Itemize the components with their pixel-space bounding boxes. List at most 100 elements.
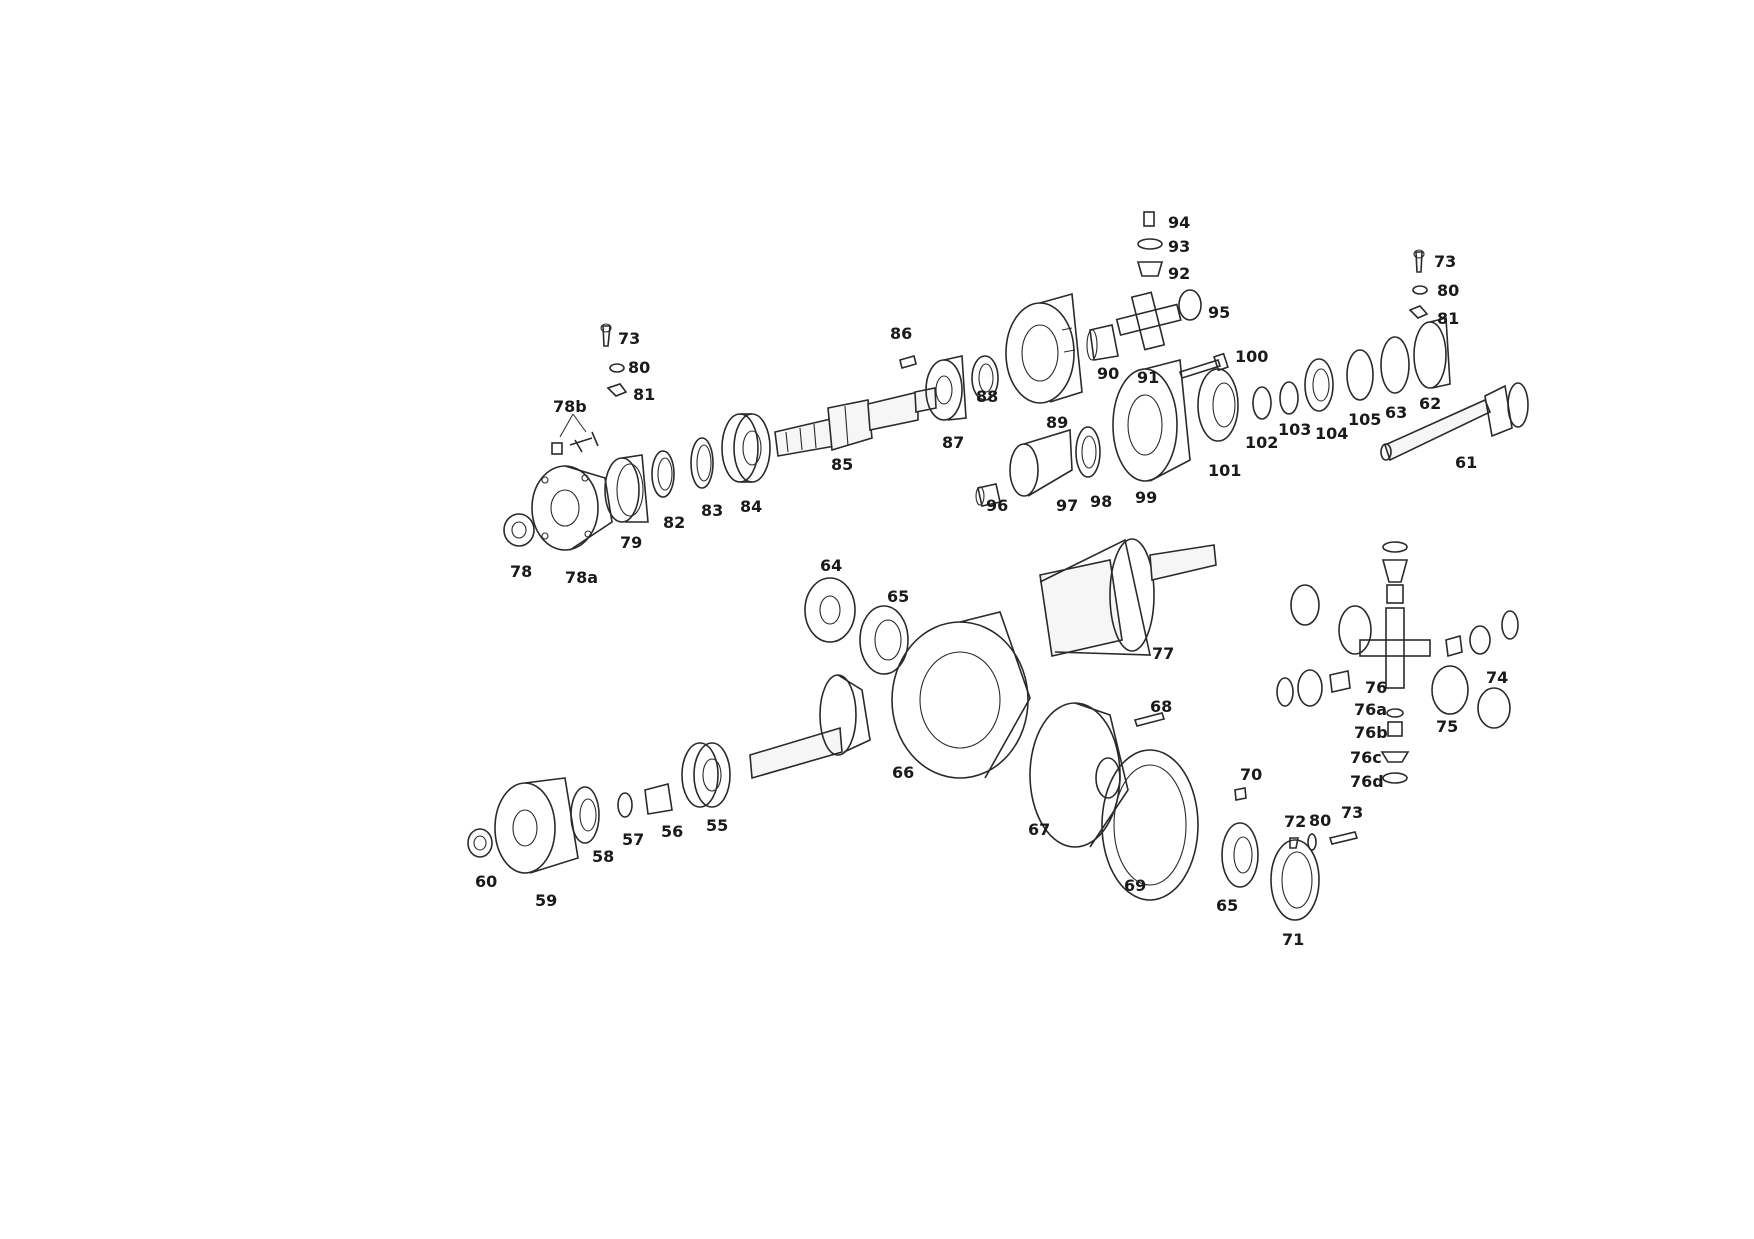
part-84-bearing <box>721 413 771 483</box>
part-68-bolt <box>1133 712 1166 727</box>
callout-76d: 76d <box>1350 772 1384 791</box>
part-104-bearing <box>1304 358 1334 412</box>
callout-55: 55 <box>706 816 728 835</box>
callout-62: 62 <box>1419 394 1441 413</box>
callout-84: 84 <box>740 497 762 516</box>
callout-81-left: 81 <box>633 385 655 404</box>
part-92-93-94-bevel-stack <box>1136 211 1164 277</box>
part-72-80-73-lower <box>1289 831 1359 851</box>
part-85-main-shaft <box>774 387 937 457</box>
part-103-ring <box>1279 381 1299 415</box>
callout-99: 99 <box>1135 488 1157 507</box>
callout-82: 82 <box>663 513 685 532</box>
callout-97: 97 <box>1056 496 1078 515</box>
part-70-pin <box>1234 787 1247 801</box>
callout-66: 66 <box>892 763 914 782</box>
callout-65-lower: 65 <box>1216 896 1238 915</box>
part-56-sleeve <box>644 783 673 815</box>
callout-68: 68 <box>1150 697 1172 716</box>
part-55-bearing <box>681 742 731 808</box>
callout-56: 56 <box>661 822 683 841</box>
callout-75: 75 <box>1436 717 1458 736</box>
callout-78a: 78a <box>565 568 598 587</box>
callout-77: 77 <box>1152 644 1174 663</box>
callout-78: 78 <box>510 562 532 581</box>
callout-80-left: 80 <box>628 358 650 377</box>
part-99-housing <box>1112 358 1191 482</box>
part-77-differential-case <box>1039 538 1217 657</box>
callout-96: 96 <box>986 496 1008 515</box>
part-60-nut <box>467 828 493 858</box>
callout-92: 92 <box>1168 264 1190 283</box>
part-58-bearing <box>570 786 600 844</box>
part-59-drum-gear <box>494 777 579 874</box>
callout-58: 58 <box>592 847 614 866</box>
callout-103: 103 <box>1278 420 1311 439</box>
part-90-sleeve <box>1086 324 1119 361</box>
part-86-pin <box>899 355 917 369</box>
callout-78b: 78b <box>553 397 587 416</box>
callout-100: 100 <box>1235 347 1268 366</box>
callout-83: 83 <box>701 501 723 520</box>
part-78a-flange <box>531 465 613 551</box>
callout-86: 86 <box>890 324 912 343</box>
callout-104: 104 <box>1315 424 1348 443</box>
callout-64: 64 <box>820 556 842 575</box>
part-pinion-shaft <box>749 674 871 780</box>
part-73-80-81-right <box>1408 249 1429 319</box>
callout-63: 63 <box>1385 403 1407 422</box>
callout-76: 76 <box>1365 678 1387 697</box>
callout-102: 102 <box>1245 433 1278 452</box>
callout-labels: 94 93 92 95 100 90 91 89 88 87 86 85 84 … <box>475 213 1508 949</box>
part-98-washer <box>1075 426 1101 478</box>
part-82-ring <box>651 450 675 498</box>
part-95-gear <box>1178 289 1202 321</box>
part-65-bearing-upper <box>859 605 909 675</box>
part-101-bearing <box>1197 368 1239 442</box>
part-97-pinion <box>1009 428 1073 497</box>
callout-59: 59 <box>535 891 557 910</box>
callout-65-upper: 65 <box>887 587 909 606</box>
part-65-bearing-lower <box>1221 822 1259 888</box>
callout-95: 95 <box>1208 303 1230 322</box>
part-78-nut <box>503 513 535 547</box>
callout-93: 93 <box>1168 237 1190 256</box>
part-66-ring-gear <box>891 611 1031 779</box>
callout-69: 69 <box>1124 876 1146 895</box>
part-102-ring <box>1252 386 1272 420</box>
callout-74: 74 <box>1486 668 1508 687</box>
part-78b-bolt-nut <box>551 413 599 455</box>
callout-73-right: 73 <box>1434 252 1456 271</box>
part-100-bolt <box>1178 352 1229 379</box>
part-61-axle-shaft <box>1380 382 1529 462</box>
callout-67: 67 <box>1028 820 1050 839</box>
callout-61: 61 <box>1455 453 1477 472</box>
part-91-spider <box>1115 291 1182 351</box>
part-71-seal <box>1270 839 1320 921</box>
part-88-ring <box>971 355 999 401</box>
part-63-ring <box>1380 336 1410 394</box>
part-57-ring <box>617 792 633 818</box>
callout-76b: 76b <box>1354 723 1388 742</box>
callout-81-right: 81 <box>1437 309 1459 328</box>
callout-85: 85 <box>831 455 853 474</box>
part-64-gear <box>804 577 856 643</box>
callout-90: 90 <box>1097 364 1119 383</box>
callout-60: 60 <box>475 872 497 891</box>
part-73-80-81-left <box>600 323 628 397</box>
part-62-bearing <box>1413 316 1451 389</box>
callout-87: 87 <box>942 433 964 452</box>
part-69-gasket <box>1101 749 1199 901</box>
part-79-bearing <box>604 454 649 523</box>
part-96-sleeve <box>975 483 1001 507</box>
part-105-ring <box>1346 349 1374 401</box>
callout-79: 79 <box>620 533 642 552</box>
callout-57: 57 <box>622 830 644 849</box>
callout-76c: 76c <box>1350 748 1382 767</box>
callout-73-lower: 73 <box>1341 803 1363 822</box>
callout-89: 89 <box>1046 413 1068 432</box>
callout-70: 70 <box>1240 765 1262 784</box>
spider-group <box>1276 541 1519 784</box>
callout-105: 105 <box>1348 410 1381 429</box>
